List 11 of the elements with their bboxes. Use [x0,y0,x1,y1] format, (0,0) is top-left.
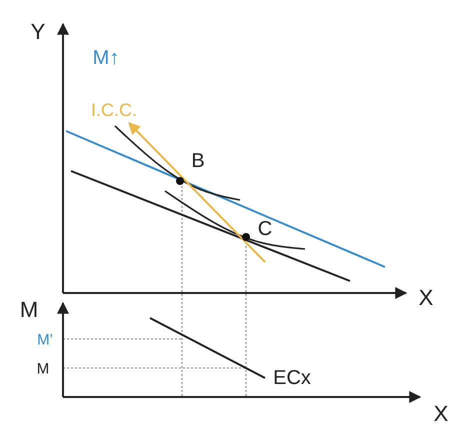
axis-label: M [20,299,38,321]
point-label: C [258,219,272,239]
curve-label: ECx [273,368,311,388]
tick-label: M [36,362,50,376]
axis-label: Y [30,21,46,43]
point-label: B [191,151,205,171]
axis-label: X [434,403,448,425]
curve-label: I.C.C. [91,101,137,119]
tick-label: M’ [37,332,53,348]
curve-label: M↑ [92,48,120,68]
axis-label: X [418,287,434,309]
